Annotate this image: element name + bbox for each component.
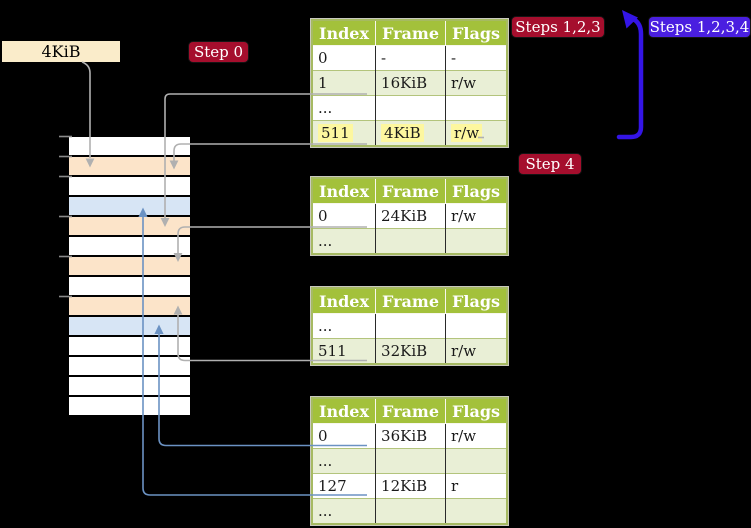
cell-index: 0: [312, 203, 376, 229]
physical-memory-column: [69, 137, 190, 417]
memory-row-white: [69, 337, 190, 357]
cell-frame: [375, 498, 446, 524]
table-row: 0 - -: [312, 45, 508, 71]
table-row: 1 16KiB r/w: [312, 70, 508, 96]
frame-address-label: 4KiB: [2, 41, 120, 62]
page-table-4: Index Frame Flags 0 36KiB r/w ... 127 12…: [311, 397, 509, 525]
cell-index: 0: [312, 423, 376, 449]
cell-index: ...: [312, 498, 376, 524]
column-header-flags: Flags: [445, 178, 508, 204]
cell-frame: -: [375, 45, 446, 71]
table-row: 511 32KiB r/w: [312, 338, 508, 364]
cell-flags: [445, 313, 508, 339]
cell-index: 0: [312, 45, 376, 71]
table-header-row: Index Frame Flags: [312, 178, 508, 204]
memory-row-white: [69, 237, 190, 257]
step-4-badge: Step 4: [519, 154, 581, 174]
cell-index: ...: [312, 448, 376, 474]
cell-index: ...: [312, 313, 376, 339]
cell-frame: [375, 313, 446, 339]
page-table-1: Index Frame Flags 0 - - 1 16KiB r/w ... …: [311, 19, 509, 147]
cell-frame: [375, 228, 446, 254]
cell-flags: r/w: [445, 338, 508, 364]
table-header-row: Index Frame Flags: [312, 288, 508, 314]
cell-frame: 12KiB: [375, 473, 446, 499]
cell-index: 127: [312, 473, 376, 499]
memory-row-blue: [69, 197, 190, 217]
memory-row-white: [69, 397, 190, 417]
page-table-3: Index Frame Flags ... 511 32KiB r/w: [311, 287, 509, 365]
table-row: ...: [312, 313, 508, 339]
memory-row-white: [69, 377, 190, 397]
column-header-frame: Frame: [375, 398, 447, 424]
steps-1234-badge: Steps 1,2,3,4: [649, 17, 750, 37]
memory-row-orange: [69, 217, 190, 237]
table-row-recursive-entry: 511 4KiB r/w: [312, 120, 508, 146]
table-row: ...: [312, 95, 508, 121]
memory-row-orange: [69, 297, 190, 317]
cell-frame: 4KiB: [375, 120, 446, 146]
column-header-flags: Flags: [445, 398, 508, 424]
cell-flags: r/w: [445, 203, 508, 229]
memory-row-white: [69, 137, 190, 157]
cell-index: 511: [312, 338, 376, 364]
memory-row-blue: [69, 317, 190, 337]
cell-index: 511: [312, 120, 376, 146]
table-row: ...: [312, 228, 508, 254]
cell-flags: r/w: [445, 423, 508, 449]
cell-flags: -: [445, 45, 508, 71]
column-header-index: Index: [312, 20, 377, 46]
table-row: 127 12KiB r: [312, 473, 508, 499]
cell-flags: [445, 498, 508, 524]
column-header-index: Index: [312, 178, 377, 204]
cell-index: 1: [312, 70, 376, 96]
cell-frame: 36KiB: [375, 423, 446, 449]
highlighted-value: 4KiB: [381, 124, 424, 142]
cell-index: ...: [312, 95, 376, 121]
table-row: ...: [312, 498, 508, 524]
table-row: 0 24KiB r/w: [312, 203, 508, 229]
recursive-loop-arrow: [616, 10, 644, 140]
table-row: 0 36KiB r/w: [312, 423, 508, 449]
cell-flags: [445, 228, 508, 254]
column-header-frame: Frame: [375, 20, 447, 46]
cell-flags: r: [445, 473, 508, 499]
page-table-2: Index Frame Flags 0 24KiB r/w ...: [311, 177, 509, 255]
column-header-index: Index: [312, 288, 377, 314]
memory-row-orange: [69, 157, 190, 177]
cell-frame: [375, 95, 446, 121]
column-header-flags: Flags: [445, 288, 508, 314]
cell-frame: [375, 448, 446, 474]
steps-123-badge: Steps 1,2,3: [512, 17, 604, 37]
loop-arrow-line: [616, 16, 644, 140]
cell-index: ...: [312, 228, 376, 254]
cell-flags: r/w: [445, 70, 508, 96]
step-0-badge: Step 0: [189, 42, 248, 62]
cell-frame: 24KiB: [375, 203, 446, 229]
cell-flags: [445, 95, 508, 121]
memory-row-white: [69, 357, 190, 377]
table-row: ...: [312, 448, 508, 474]
column-header-flags: Flags: [445, 20, 508, 46]
cell-frame: 32KiB: [375, 338, 446, 364]
cell-flags: r/w: [445, 120, 508, 146]
column-header-frame: Frame: [375, 288, 447, 314]
highlighted-value: r/w: [451, 124, 483, 142]
table-header-row: Index Frame Flags: [312, 398, 508, 424]
column-header-index: Index: [312, 398, 377, 424]
table-header-row: Index Frame Flags: [312, 20, 508, 46]
loop-arrowhead: [622, 10, 638, 29]
column-header-frame: Frame: [375, 178, 447, 204]
memory-row-white: [69, 177, 190, 197]
cell-frame: 16KiB: [375, 70, 446, 96]
memory-row-white: [69, 277, 190, 297]
cell-flags: [445, 448, 508, 474]
memory-row-orange: [69, 257, 190, 277]
highlighted-value: 511: [318, 124, 353, 142]
